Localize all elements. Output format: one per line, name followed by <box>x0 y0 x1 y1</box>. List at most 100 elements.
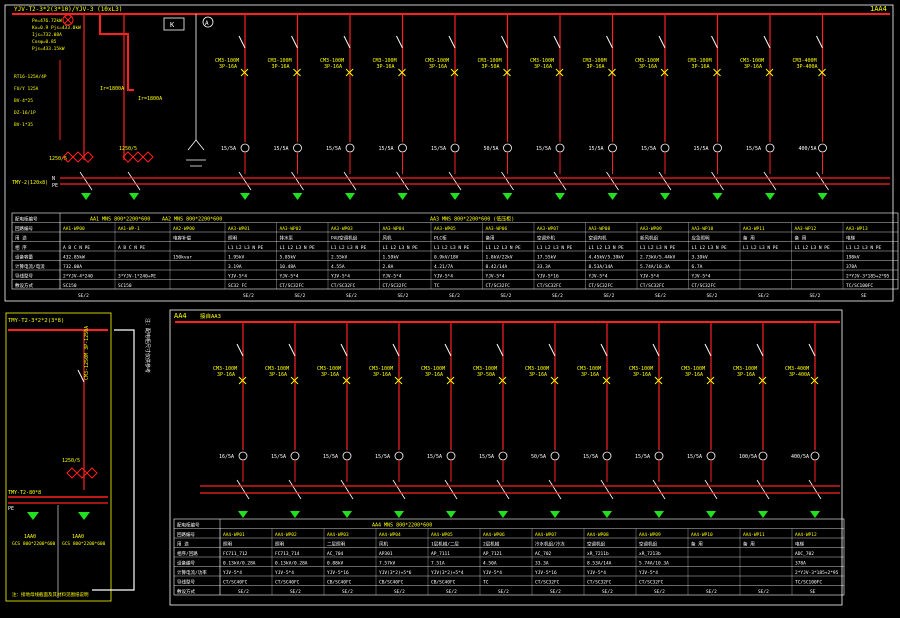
outgoing-arrow-icon <box>342 511 352 518</box>
table-row-label: 导线型号 <box>177 579 195 586</box>
disconnect-icon <box>600 479 614 500</box>
breaker-model: CM3-100M <box>681 366 705 372</box>
table-cell: 17.55kV <box>537 255 556 261</box>
table-row-label: 配电柜编号 <box>177 522 200 529</box>
breaker-icon <box>553 35 561 49</box>
breaker-model: CM3-100M <box>268 58 292 64</box>
table-row-label: 敷设方式 <box>177 588 195 595</box>
ct-ratio: 15/5A <box>375 454 390 460</box>
table-cell: 2*YJV-4*240 <box>63 274 93 280</box>
table-cell: AA4-WP12 <box>795 532 817 538</box>
left-ct-icons <box>62 151 154 163</box>
ct-ratio: 400/5A <box>791 454 809 460</box>
outgoing-arrow-icon <box>290 511 300 518</box>
outgoing-arrow-icon <box>450 193 460 200</box>
table-cell: 4.45kV/5.39kV <box>589 255 625 261</box>
breaker-model: CM3-100M <box>478 58 502 64</box>
ct-ratio: 50/5A <box>531 454 546 460</box>
table-cell: 8.42/14A <box>486 264 508 270</box>
table-cell: 432.85kW <box>63 255 85 261</box>
table-cell: YJV-5*4 <box>486 274 505 280</box>
breaker-rating: 3P-400A <box>789 372 810 378</box>
table-cell: AA4-WP11 <box>743 532 765 538</box>
breaker-rating: 3P-16A <box>633 372 651 378</box>
ct-ratio: 15/5A <box>694 146 709 152</box>
table-cell: YJV-5*4 <box>223 570 242 576</box>
outgoing-arrow-icon <box>817 193 828 200</box>
table-cell: YJV-5*4 <box>228 274 247 280</box>
ct-ratio: 15/5A <box>536 146 551 152</box>
table-cell: AA3-WP13 <box>846 226 868 232</box>
breaker-icon <box>711 35 718 49</box>
table-note: SE/2 <box>810 293 821 299</box>
breaker-icon <box>343 35 351 49</box>
disconnect-icon <box>238 171 252 191</box>
disconnect-icon <box>291 171 304 191</box>
table-note: SE/2 <box>342 589 353 595</box>
outgoing-arrow-icon <box>397 193 408 200</box>
breaker-icon <box>808 343 816 357</box>
breaker-icon <box>816 35 823 49</box>
table-cell: CT/SC32FC <box>640 283 665 289</box>
table-cell: AA4-WP03 <box>327 532 349 538</box>
table-header-group: AA3 MNS 800*2200*600 (低压柜) <box>430 216 514 223</box>
tier-ct-coil-icon <box>122 151 154 163</box>
table-cell: 风机 <box>379 541 388 548</box>
ct-ratio: 50/5A <box>484 146 499 152</box>
left-param-1: Kx=0.9 Pjs=433.0kW <box>32 25 81 31</box>
table-note: SE/2 <box>602 589 613 595</box>
breaker-icon <box>600 343 608 357</box>
table-cell: AA3-WP12 <box>795 226 817 232</box>
table-cell: YJV-5*4 <box>692 274 711 280</box>
table-cell: CB/SC40FC <box>327 580 352 586</box>
table-cell: YJV-5*4 <box>640 274 659 280</box>
outgoing-arrow-icon <box>607 193 618 200</box>
table-cell: 0.13kV/0.28A <box>223 561 256 567</box>
table-cell: L1 L2 L3 N PE <box>486 245 522 251</box>
side-panel: TMY-T2-3*2*2(3*8) CM3-1250M 3P-1250A 125… <box>5 312 151 602</box>
left-note-0: RT16-125A/4P <box>14 74 47 80</box>
tier-ct-label: 1250/5 <box>119 146 137 152</box>
table-row-label: 计算电流/功率 <box>177 569 207 576</box>
breaker-rating: 3P-16A <box>587 64 605 70</box>
table-note: SE/2 <box>290 589 301 595</box>
ct-ratio: 15/5A <box>271 454 286 460</box>
table-header-group: AA2 MNS 800*2200*600 <box>162 217 222 223</box>
table-cell: CT/SC32FC <box>486 283 511 289</box>
table-cell: CT/SC32FC <box>537 283 562 289</box>
table-note: SE/2 <box>78 293 89 299</box>
table-cell: L1 L2 L3 N PE <box>743 245 779 251</box>
table-note: SE/2 <box>552 293 563 299</box>
table-row-label: 敷设方式 <box>15 282 33 289</box>
table-cell: 备 用 <box>691 541 703 548</box>
table-cell: AA3-WP10 <box>692 226 714 232</box>
table-cell: AA3-WP04 <box>383 226 405 232</box>
table-note: SE/2 <box>394 589 405 595</box>
outgoing-arrow-icon <box>712 193 723 200</box>
table-note: SE <box>861 293 867 299</box>
table-note: SE/2 <box>550 589 561 595</box>
ct-ratio: 15/5A <box>427 454 442 460</box>
table-cell: 排水泵 <box>280 235 294 242</box>
upper-panel: YJV-T2-3*2(3*10)/YJV-3 (10xL3) 1AA4 Pe=4… <box>4 4 899 302</box>
table-cell: 电梯 <box>846 235 855 242</box>
disconnect-icon <box>763 171 777 191</box>
table-cell: YJV(3*2)+5*6 <box>379 570 412 576</box>
table-cell: L1 L2 L3 N PE <box>434 245 470 251</box>
breaker-model: CM3-100M <box>525 366 549 372</box>
table-cell: 二层照明 <box>327 542 345 548</box>
disconnect-icon <box>496 479 510 500</box>
table-row-label: 设备容量 <box>15 254 33 261</box>
disconnect-icon <box>756 479 770 500</box>
breaker-model: CM3-100M <box>473 366 497 372</box>
side-pe-label: PE <box>8 506 14 512</box>
table-cell: xR_7213b <box>639 551 661 557</box>
capacitor-icon <box>186 139 206 167</box>
table-cell: 198kV <box>846 255 860 261</box>
breaker-icon <box>658 35 666 49</box>
